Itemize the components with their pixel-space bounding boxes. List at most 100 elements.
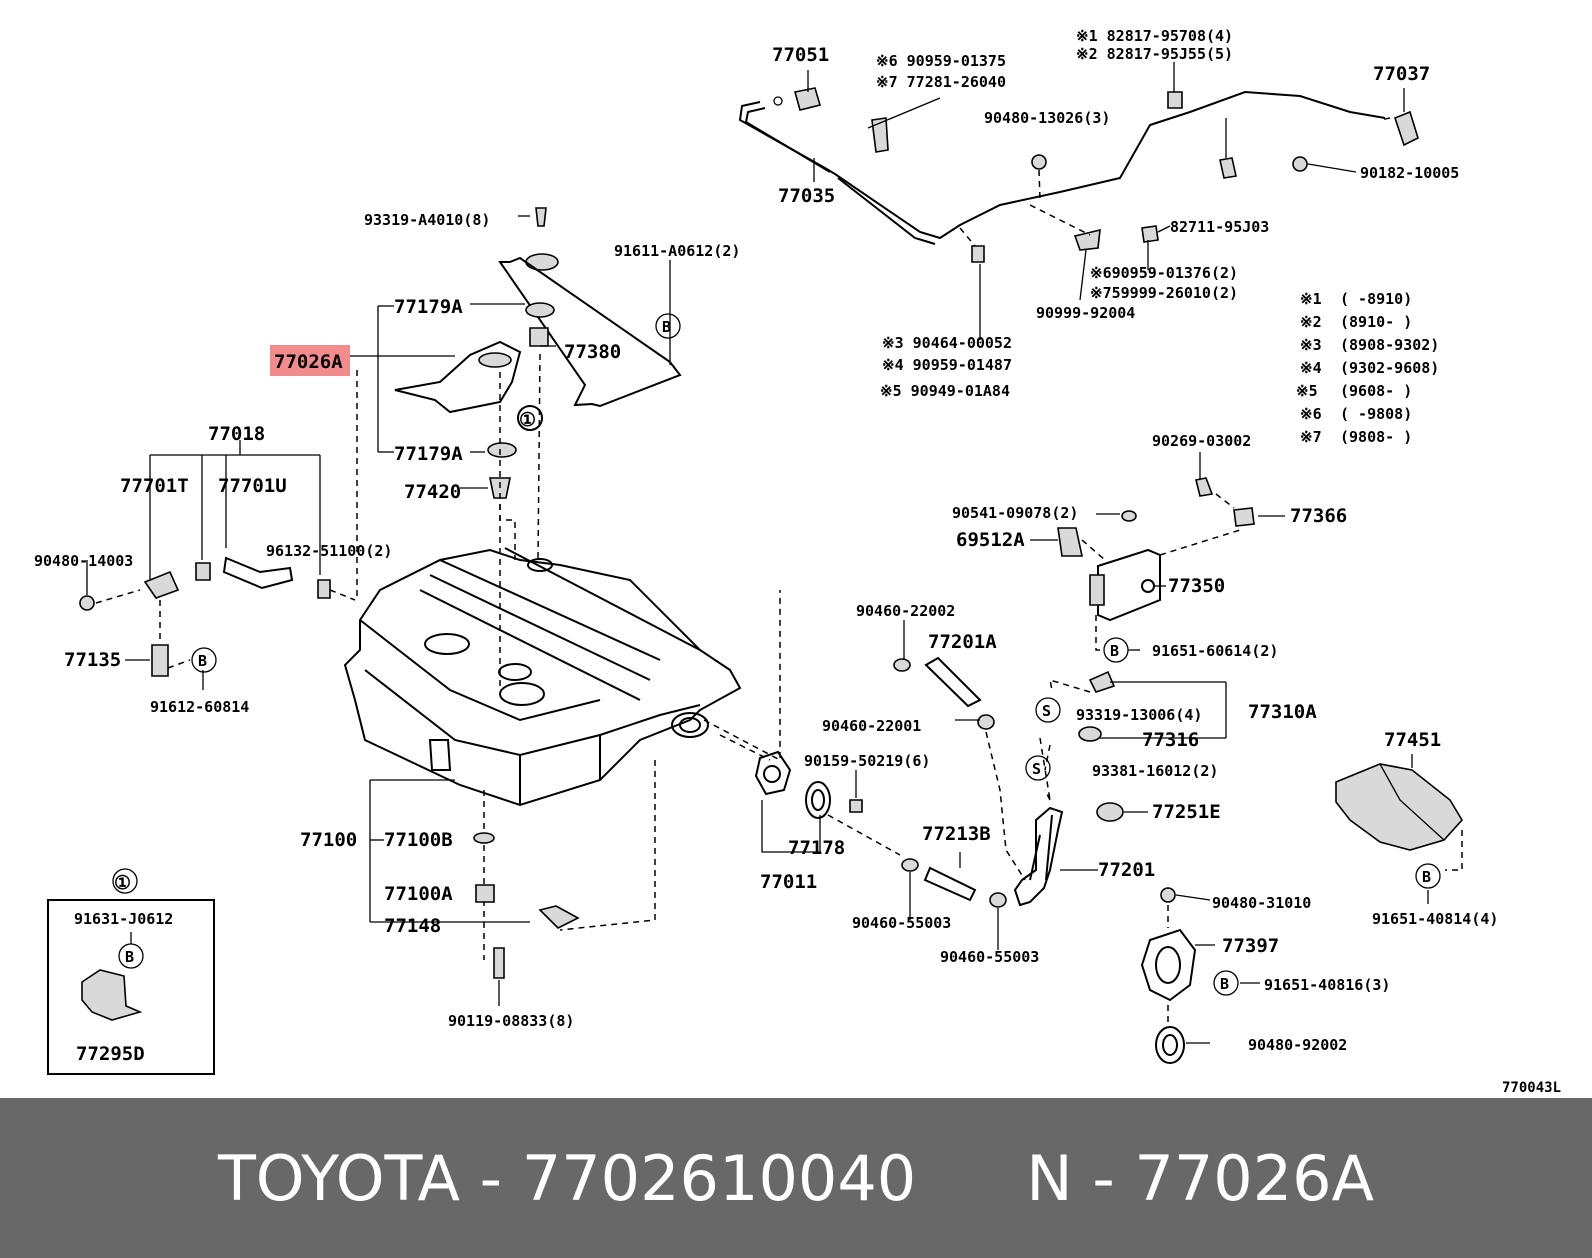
part-label: 90182-10005: [1360, 164, 1459, 182]
legend-mark: ※3: [1300, 336, 1322, 354]
part-label: 90480-31010: [1212, 894, 1311, 912]
part-label: 93319-13006(4): [1076, 706, 1202, 724]
part-label: 77310A: [1248, 701, 1317, 723]
part-label: 77135: [64, 649, 121, 671]
part-label: 90460-55003: [852, 914, 951, 932]
part-label: 90480-14003: [34, 552, 133, 570]
part-label: 77179A: [394, 296, 463, 318]
part-label: 77701T: [120, 475, 189, 497]
part-label: 91611-A0612(2): [614, 242, 740, 260]
part-label: ※6 90959-01375: [876, 52, 1006, 70]
part-label: 77201: [1098, 859, 1155, 881]
marker-b: B: [662, 318, 671, 336]
part-label: ※2 82817-95J55(5): [1076, 45, 1233, 63]
part-label: 90460-22001: [822, 717, 921, 735]
part-label: 77178: [788, 837, 845, 859]
highlight-box: [270, 345, 350, 376]
inset-number: ①: [114, 872, 131, 894]
legend-mark: ※7: [1300, 428, 1322, 446]
part-label: 77148: [384, 915, 441, 937]
footer-text: TOYOTA - 7702610040 N - 77026A: [0, 1098, 1592, 1258]
marker-s: S: [1032, 760, 1041, 778]
part-label: 77100A: [384, 883, 453, 905]
legend-range: (9808- ): [1340, 428, 1412, 446]
part-label: 77011: [760, 871, 817, 893]
legend-range: ( -9808): [1340, 405, 1412, 423]
part-label: 77451: [1384, 729, 1441, 751]
part-label: 91612-60814: [150, 698, 249, 716]
part-label: 93381-16012(2): [1092, 762, 1218, 780]
legend-range: (9608- ): [1340, 382, 1412, 400]
legend-mark: ※5: [1296, 382, 1318, 400]
marker-b: B: [1422, 868, 1431, 886]
part-label: 90541-09078(2): [952, 504, 1078, 522]
shield-assembly: [1335, 754, 1463, 904]
part-label: 77316: [1142, 729, 1199, 751]
part-label: 77251E: [1152, 801, 1221, 823]
legend-mark: ※1: [1300, 290, 1322, 308]
part-label: 77366: [1290, 505, 1347, 527]
part-label: ①: [519, 409, 536, 431]
part-label: 82711-95J03: [1170, 218, 1269, 236]
marker-b: B: [198, 652, 207, 670]
part-label: ※3 90464-00052: [882, 334, 1012, 352]
part-label: 77397: [1222, 935, 1279, 957]
part-label: 90480-92002: [1248, 1036, 1347, 1054]
part-label: ※1 82817-95708(4): [1076, 27, 1233, 45]
lower-right-assembly: [1140, 887, 1260, 1064]
part-label: 77420: [404, 481, 461, 503]
marker-b: B: [125, 948, 134, 966]
legend-mark: ※6: [1300, 405, 1322, 423]
part-label: ※7 77281-26040: [876, 73, 1006, 91]
part-label: ※4 90959-01487: [882, 356, 1012, 374]
inset-part-label: 91631-J0612: [74, 910, 173, 928]
part-label: 91651-40814(4): [1372, 910, 1498, 928]
inset-box: [47, 868, 215, 1075]
legend-range: (9302-9608): [1340, 359, 1439, 377]
part-label: 77701U: [218, 475, 287, 497]
parts-diagram: B B B S S B B B 77051 ※6 90959-01375 ※7 …: [34, 27, 1561, 1096]
tank-fasteners: [473, 832, 580, 1006]
reference-code: 770043L: [1502, 1080, 1561, 1096]
legend-range: ( -8910): [1340, 290, 1412, 308]
fuel-door-assembly: [1030, 452, 1285, 651]
part-label: 77018: [208, 423, 265, 445]
part-label: 77037: [1373, 63, 1430, 85]
footer-reference: N - 77026A: [1026, 1141, 1375, 1215]
part-label: 77201A: [928, 631, 997, 653]
legend-mark: ※2: [1300, 313, 1322, 331]
part-label: 77051: [772, 44, 829, 66]
marker-b: B: [1110, 642, 1119, 660]
part-label: ※5 90949-01A84: [880, 382, 1010, 400]
part-label: 91651-40816(3): [1264, 976, 1390, 994]
footer-bar: TOYOTA - 7702610040 N - 77026A: [0, 1098, 1592, 1258]
fuel-line-assembly: [738, 62, 1419, 340]
part-label: 91651-60614(2): [1152, 642, 1278, 660]
legend: ※1 ( -8910) ※2 (8910- ) ※3 (8908-9302) ※…: [1296, 290, 1439, 446]
part-label: 90269-03002: [1152, 432, 1251, 450]
marker-s: S: [1042, 702, 1051, 720]
part-label: 77179A: [394, 443, 463, 465]
part-label: 77035: [778, 185, 835, 207]
part-label: 77100B: [384, 829, 453, 851]
part-label: 90480-13026(3): [984, 109, 1110, 127]
part-label: 77213B: [922, 823, 991, 845]
part-label: 90460-55003: [940, 948, 1039, 966]
legend-mark: ※4: [1300, 359, 1322, 377]
tank-top-assembly: [348, 207, 682, 690]
part-label: 90159-50219(6): [804, 752, 930, 770]
marker-b: B: [1220, 975, 1229, 993]
part-label: ※690959-01376(2): [1090, 264, 1238, 282]
part-label: 69512A: [956, 529, 1025, 551]
part-label: 77380: [564, 341, 621, 363]
part-label: 77100: [300, 829, 357, 851]
part-label: ※759999-26010(2): [1090, 284, 1238, 302]
fuel-tank: [343, 547, 781, 960]
legend-range: (8908-9302): [1340, 336, 1439, 354]
left-bracket-assembly: [79, 440, 356, 690]
inset-sub-label: 77295D: [76, 1043, 145, 1065]
part-label: 93319-A4010(8): [364, 211, 490, 229]
part-label: 96132-51100(2): [266, 542, 392, 560]
part-label: 77026A: [274, 351, 343, 373]
part-label: 77350: [1168, 575, 1225, 597]
